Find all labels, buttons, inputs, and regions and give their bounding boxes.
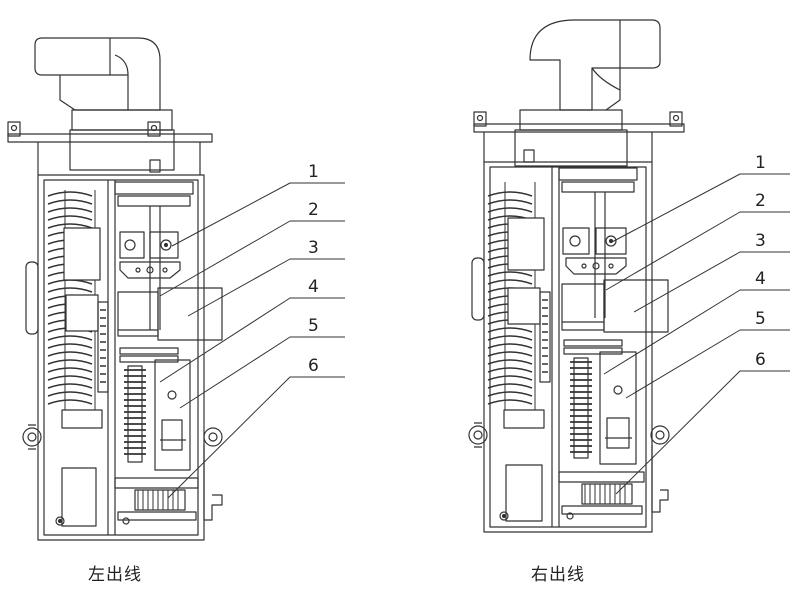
callout-number: 4	[755, 269, 766, 289]
callout-numbers-right: 1 2 3 4 5 6	[755, 153, 766, 370]
callout-number: 3	[308, 238, 319, 258]
callout-number: 3	[755, 231, 766, 251]
figure-caption-left: 左出线	[88, 565, 142, 585]
spring-coil-right	[487, 182, 545, 429]
contact-block-left	[119, 231, 181, 279]
gear-train-left	[97, 301, 179, 463]
figure-right: 1 2 3 4 5 6	[468, 19, 790, 533]
mounting-bracket-left	[7, 121, 213, 175]
trip-unit-right	[599, 351, 637, 465]
spring-coil-left	[47, 190, 103, 429]
side-lugs-right	[468, 257, 488, 448]
bushing-left	[34, 37, 175, 171]
callout-number: 6	[308, 356, 319, 376]
contact-block-right	[562, 227, 627, 275]
auxiliary-switch-right	[561, 279, 669, 333]
callout-number: 1	[755, 153, 766, 173]
figure-caption-right: 右出线	[531, 565, 585, 585]
handle-wheel-left	[203, 427, 223, 521]
gear-train-right	[539, 291, 623, 459]
bushing-right	[514, 19, 661, 167]
side-lugs-left	[22, 261, 42, 450]
callout-numbers-left: 1 2 3 4 5 6	[308, 162, 319, 376]
callout-leaders-left	[159, 182, 345, 499]
trip-unit-left	[154, 359, 191, 471]
frame-left	[37, 174, 205, 541]
callout-number: 4	[308, 277, 319, 297]
mounting-bracket-right	[473, 111, 685, 163]
callout-number: 2	[308, 200, 319, 220]
callout-number: 5	[308, 316, 319, 336]
callout-number: 6	[755, 350, 766, 370]
figure-left: 1 2 3 4 5 6	[7, 37, 345, 541]
callout-number: 5	[755, 309, 766, 329]
lower-drive-right	[499, 464, 645, 522]
callout-leaders-right	[603, 173, 790, 495]
callout-number: 1	[308, 162, 319, 182]
handle-wheel-right	[650, 425, 670, 513]
lower-drive-left	[55, 467, 199, 527]
callout-number: 2	[755, 191, 766, 211]
auxiliary-switch-left	[117, 287, 223, 341]
